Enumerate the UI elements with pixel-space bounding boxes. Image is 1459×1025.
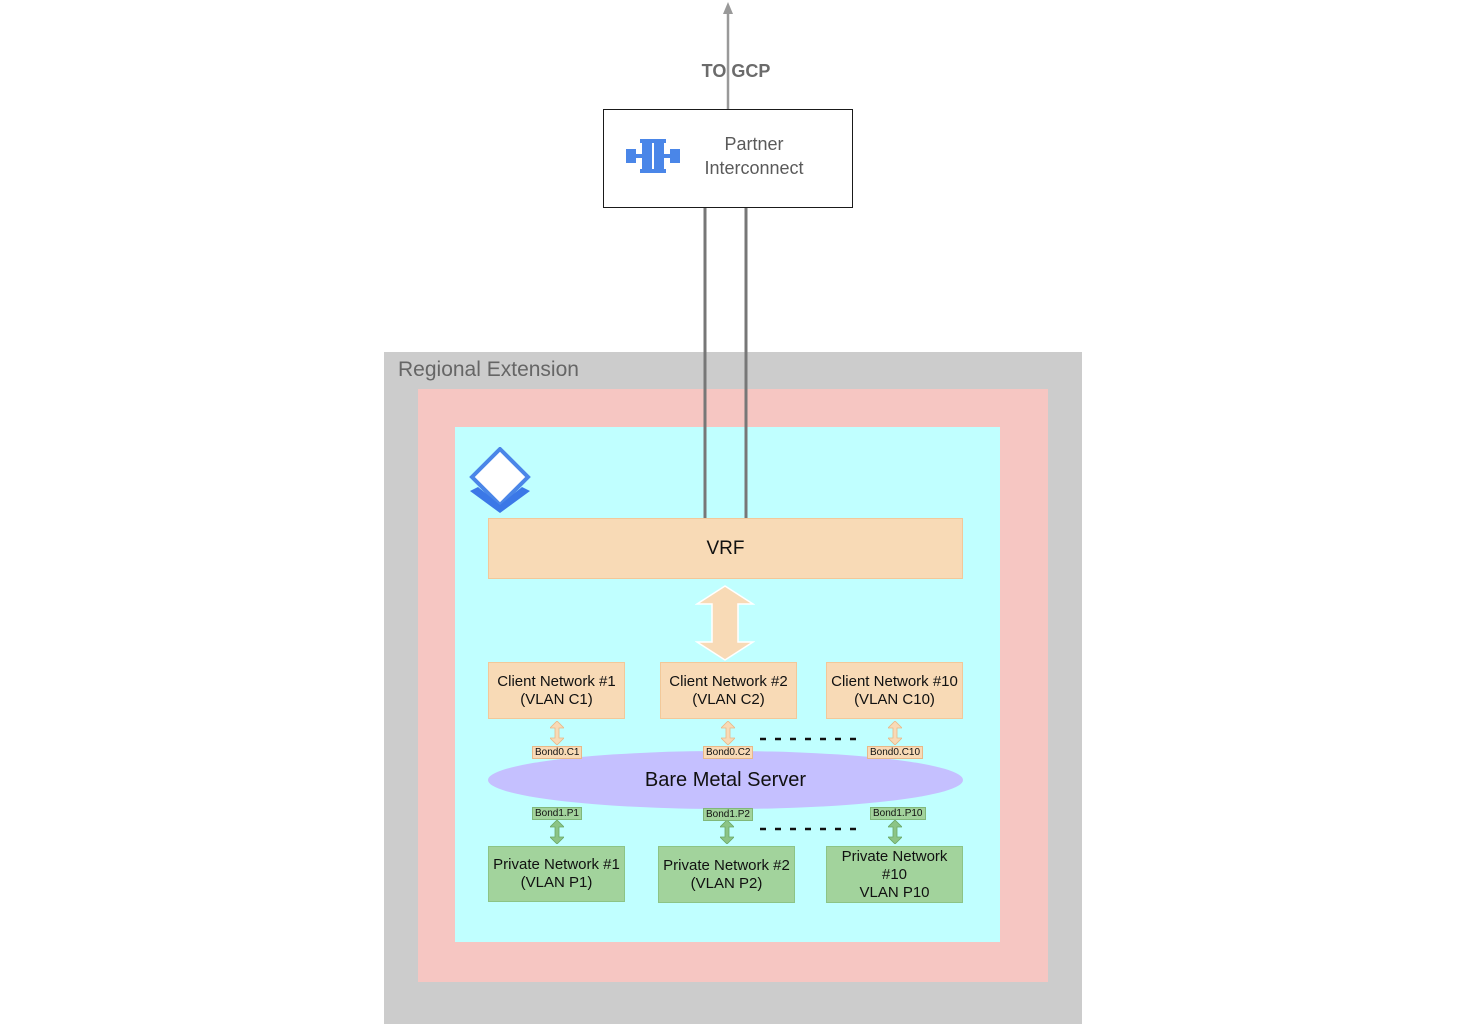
interconnect-icon: [626, 139, 680, 173]
client-link-arrow-2: [721, 721, 735, 745]
uplink-arrowhead: [723, 2, 733, 14]
bond-tag-p2: Bond1.P2: [703, 808, 753, 821]
client-network-1[interactable]: Client Network #1 (VLAN C1): [488, 662, 625, 719]
to-gcp-label: TO GCP: [701, 61, 771, 81]
vrf-box[interactable]: VRF: [488, 518, 963, 579]
private-ellipsis-dots: [760, 827, 858, 831]
bond-tag-p10: Bond1.P10: [870, 807, 926, 820]
bond-tag-c10: Bond0.C10: [867, 746, 924, 759]
bond-tag-c2: Bond0.C2: [703, 746, 754, 759]
bond-tag-p1: Bond1.P1: [532, 807, 582, 820]
client-link-arrow-10: [888, 721, 902, 745]
layers-icon: [469, 447, 531, 513]
private-link-arrow-1: [550, 820, 564, 844]
regional-extension-label: Regional Extension: [398, 358, 579, 381]
private-link-arrow-10: [888, 820, 902, 844]
bond-tag-c1: Bond0.C1: [532, 746, 583, 759]
private-link-arrow-2: [720, 820, 734, 844]
vrf-double-arrow: [695, 585, 755, 661]
private-network-1[interactable]: Private Network #1 (VLAN P1): [488, 846, 625, 902]
client-network-2[interactable]: Client Network #2 (VLAN C2): [660, 662, 797, 719]
client-link-arrow-1: [550, 721, 564, 745]
private-network-10[interactable]: Private Network #10 VLAN P10: [826, 846, 963, 903]
bare-metal-server[interactable]: Bare Metal Server: [488, 751, 963, 809]
private-network-2[interactable]: Private Network #2 (VLAN P2): [658, 846, 795, 903]
client-network-10[interactable]: Client Network #10 (VLAN C10): [826, 662, 963, 719]
client-ellipsis-dots: [760, 737, 858, 741]
partner-interconnect-label: Partner Interconnect: [704, 134, 804, 178]
